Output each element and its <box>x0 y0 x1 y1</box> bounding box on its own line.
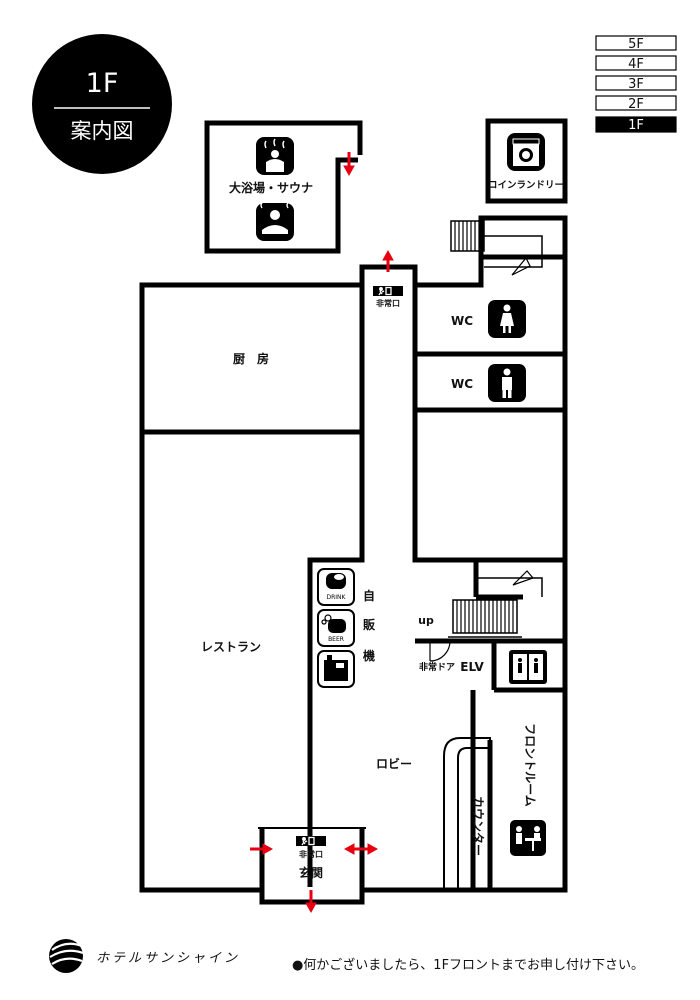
arrow-bath <box>343 152 355 177</box>
emergency-exit-label-top: 非常口 <box>376 298 400 308</box>
floor-button-2f[interactable]: 2F <box>595 95 677 112</box>
bath-sauna-label: 大浴場・サウナ <box>229 180 313 195</box>
svg-text:2F: 2F <box>628 97 644 112</box>
bath-icon <box>256 202 294 241</box>
vending-label-2: 販 <box>363 617 376 632</box>
exit-arrows <box>250 152 394 914</box>
arrow-entrance-right <box>343 843 379 855</box>
sauna-icon <box>256 137 294 175</box>
walls <box>139 118 568 905</box>
entrance-label: 玄関 <box>299 865 323 880</box>
floor-button-5f[interactable]: 5F <box>595 35 677 52</box>
stairs-up-label: up <box>418 614 434 627</box>
men-restroom-icon <box>488 364 526 402</box>
laundry-label: コインランドリー <box>488 180 564 191</box>
arrow-top-exit <box>382 249 394 272</box>
stairs-upper <box>450 220 543 276</box>
women-restroom-icon <box>488 300 526 338</box>
floor-button-3f[interactable]: 3F <box>595 75 677 92</box>
snack-vending-icon <box>317 650 355 688</box>
floor-badge: 1F 案内図 <box>32 34 172 174</box>
wc-women-label: WC <box>451 314 473 328</box>
floor-button-1f-active[interactable]: 1F <box>595 116 677 133</box>
drink-vending-icon: DRINK <box>317 568 355 606</box>
floor-button-4f[interactable]: 4F <box>595 55 677 72</box>
elevator-icon <box>509 650 547 684</box>
wc-men-label: WC <box>451 377 473 391</box>
drink-label: DRINK <box>327 594 347 601</box>
laundry-icon <box>507 133 545 171</box>
emergency-door-label: 非常ドア <box>419 661 455 673</box>
elevator-label: ELV <box>460 660 484 674</box>
vending-label-3: 機 <box>363 648 375 663</box>
floor-badge-subtitle: 案内図 <box>71 119 134 143</box>
emergency-door-swing <box>429 640 451 662</box>
svg-text:5F: 5F <box>628 37 644 52</box>
counter-label: カウンター <box>471 796 485 856</box>
emergency-exit-label-entrance: 非常口 <box>299 849 323 859</box>
beer-label: BEER <box>328 636 344 643</box>
hotel-logo-icon <box>49 939 84 973</box>
restaurant-label: レストラン <box>201 640 261 654</box>
emergency-exit-sign-entrance <box>296 836 326 846</box>
svg-text:3F: 3F <box>628 77 644 92</box>
hotel-name: ホテルサンシャイン <box>96 951 240 966</box>
emergency-exit-sign-top <box>373 286 403 296</box>
floor-badge-number: 1F <box>86 68 119 99</box>
front-room-label: フロントルーム <box>523 723 537 807</box>
arrow-entrance-down <box>305 890 317 914</box>
svg-text:1F: 1F <box>628 118 644 133</box>
arrow-entrance-left <box>250 843 274 855</box>
lobby-label: ロビー <box>376 756 412 771</box>
kitchen-label: 厨 房 <box>233 351 269 366</box>
front-desk-icon <box>510 820 546 856</box>
floor-selector: 5F 4F 3F 2F 1F <box>595 35 677 133</box>
svg-text:4F: 4F <box>628 57 644 72</box>
footer-notice: ●何かございましたら、1Fフロントまでお申し付け下さい。 <box>292 957 644 973</box>
reception-counter <box>443 737 491 890</box>
beer-vending-icon: BEER <box>317 609 355 647</box>
vending-label-1: 自 <box>363 588 375 603</box>
stairs-lower <box>448 570 543 638</box>
